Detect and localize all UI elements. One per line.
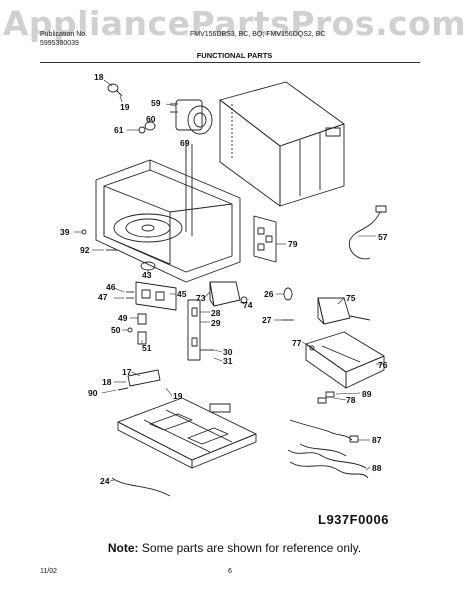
callout-label-59: 59 <box>151 98 161 108</box>
callout-label-61: 61 <box>114 125 124 135</box>
callout-label-43: 43 <box>142 270 152 280</box>
callout-label-89: 89 <box>362 389 372 399</box>
magnetron-part <box>317 297 371 325</box>
power-cord-part <box>348 205 387 260</box>
thermal-cutout-wire-part <box>111 477 171 497</box>
callout-label-18: 18 <box>94 72 104 82</box>
callout-label-30: 30 <box>223 347 233 357</box>
callout-label-75: 75 <box>346 293 356 303</box>
callout-label-73: 73 <box>196 293 206 303</box>
callout-label-57: 57 <box>378 232 388 242</box>
callout-label-26: 26 <box>264 289 274 299</box>
callout-label-76: 76 <box>378 360 388 370</box>
callout-label-19: 19 <box>173 391 183 401</box>
watermark: AppliancePartsPros.com <box>2 4 467 43</box>
bottom-plate-part <box>117 397 257 469</box>
callout-label-74: 74 <box>243 300 253 310</box>
publication-number: 5995380039 <box>40 40 79 47</box>
diode-part <box>283 287 293 301</box>
callout-label-79: 79 <box>288 239 298 249</box>
cavity-frame-part <box>95 140 241 283</box>
outer-case-part <box>219 81 345 207</box>
base-plate-part <box>305 331 385 389</box>
diagram-code: L937F0006 <box>318 512 389 527</box>
model-line: FMV156DBS3, BC, BQ; FMV156DQS2, BC <box>190 31 326 38</box>
fan-motor-part <box>170 99 213 135</box>
callout-label-92: 92 <box>80 245 90 255</box>
callout-label-31: 31 <box>223 356 233 366</box>
callout-label-39: 39 <box>60 227 70 237</box>
light-socket-part <box>117 369 161 391</box>
callout-label-78: 78 <box>346 395 356 405</box>
transformer-part <box>209 281 248 307</box>
callout-label-77: 77 <box>292 338 302 348</box>
callout-label-60: 60 <box>146 114 156 124</box>
switch-bracket-part <box>126 281 177 311</box>
lamp-part <box>209 403 231 413</box>
control-board-part <box>253 215 277 263</box>
callout-label-27: 27 <box>262 315 272 325</box>
callout-label-88: 88 <box>372 463 382 473</box>
callout-label-45: 45 <box>177 289 187 299</box>
section-title: FUNCTIONAL PARTS <box>196 51 273 60</box>
callout-label-24: 24 <box>100 476 110 486</box>
callout-label-49: 49 <box>118 313 128 323</box>
callout-label-18: 18 <box>102 377 112 387</box>
callout-label-29: 29 <box>211 318 221 328</box>
callout-label-46: 46 <box>106 282 116 292</box>
note-prefix: Note: <box>107 541 139 555</box>
callout-label-90: 90 <box>88 388 98 398</box>
header-rule <box>40 62 420 63</box>
note-text: Some parts are shown for reference only. <box>141 541 362 555</box>
callout-label-51: 51 <box>142 343 152 353</box>
callout-label-28: 28 <box>211 308 221 318</box>
turntable-motor-part <box>140 261 156 271</box>
reference-note: Note: Some parts are shown for reference… <box>0 541 469 555</box>
interlock-bracket-part <box>187 299 214 361</box>
callout-label-50: 50 <box>111 325 121 335</box>
callout-label-19: 19 <box>120 102 130 112</box>
wire-harness-part <box>287 419 369 479</box>
publication-label: Publication No. <box>40 31 88 38</box>
footer-page: 6 <box>228 568 232 575</box>
thermostat-part <box>107 83 123 97</box>
callout-label-17: 17 <box>122 367 132 377</box>
footer-date: 11/02 <box>40 568 57 575</box>
callout-label-47: 47 <box>98 292 108 302</box>
callout-label-69: 69 <box>180 138 190 148</box>
callout-label-87: 87 <box>372 435 382 445</box>
